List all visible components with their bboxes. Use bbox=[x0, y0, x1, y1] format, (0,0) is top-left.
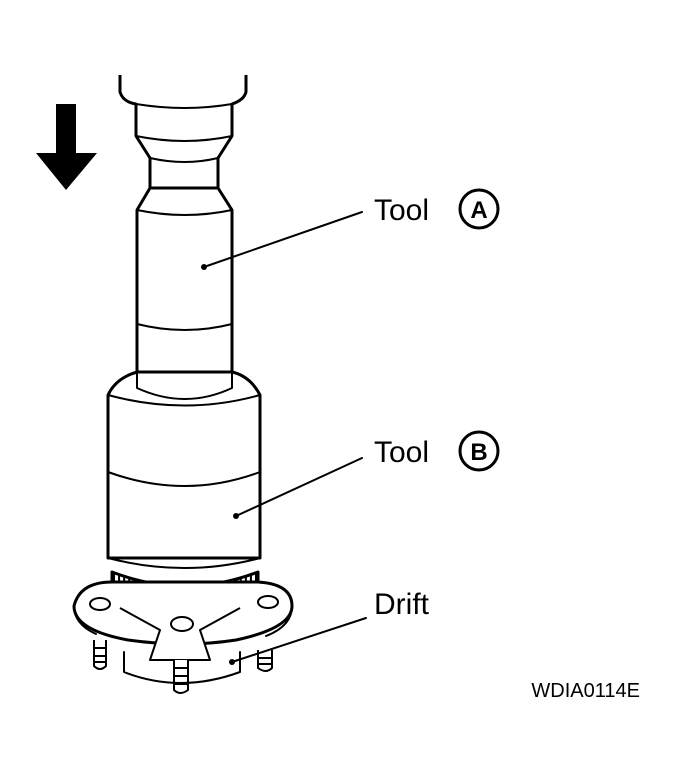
leader-line-drift bbox=[231, 617, 367, 663]
press-ram bbox=[118, 75, 248, 190]
drift bbox=[123, 651, 241, 684]
leader-line-tool-b bbox=[235, 457, 363, 517]
tool-a-shaft bbox=[135, 186, 234, 392]
label-tool-a: Tool A bbox=[374, 188, 500, 230]
leader-line-tool-a bbox=[203, 211, 363, 268]
wheel-studs bbox=[93, 640, 273, 694]
label-tool-b-text: Tool bbox=[374, 436, 429, 469]
label-tool-a-letter: A bbox=[470, 197, 487, 224]
hub-flange bbox=[72, 580, 294, 665]
figure-id: WDIA0114E bbox=[531, 680, 640, 702]
tool-b-body bbox=[106, 370, 262, 569]
label-tool-b-letter: B bbox=[470, 439, 487, 466]
label-drift: Drift bbox=[374, 588, 430, 621]
label-tool-b: Tool B bbox=[374, 430, 500, 472]
label-tool-a-text: Tool bbox=[374, 194, 429, 227]
arrow-down-icon bbox=[36, 104, 97, 190]
